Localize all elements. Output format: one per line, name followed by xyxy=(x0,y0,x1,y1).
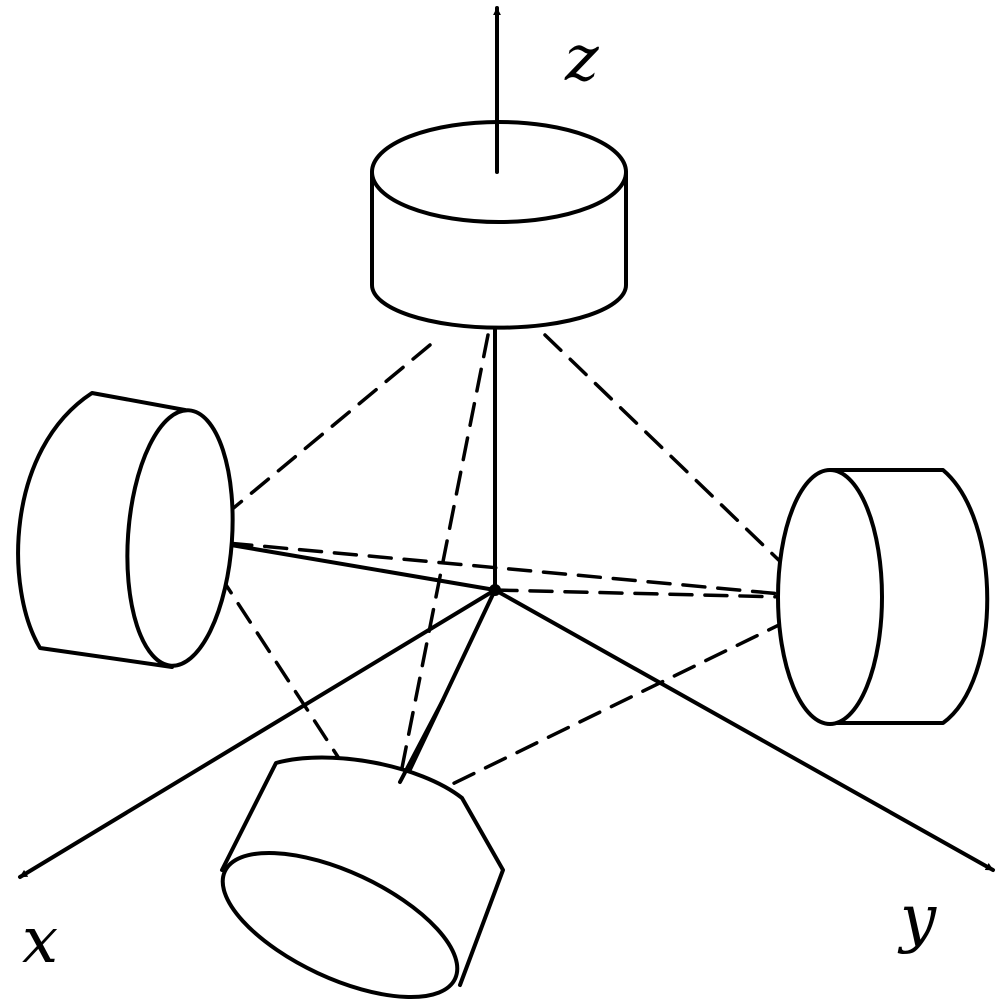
top-wheel xyxy=(370,120,628,330)
front-wheel xyxy=(220,755,505,1000)
front-wheel-face xyxy=(220,850,460,1000)
z-axis-label: z xyxy=(564,22,600,96)
origin-point xyxy=(489,584,501,596)
right-wheel xyxy=(776,468,990,726)
edge-top-front xyxy=(398,333,490,780)
edge-origin-right xyxy=(493,588,827,600)
y-axis-arrow xyxy=(493,588,995,872)
front-wheel-spoke xyxy=(398,698,445,784)
edge-top-right xyxy=(543,333,817,597)
left-wheel-face xyxy=(125,408,235,668)
origin-to-front-wheel xyxy=(403,588,497,782)
edge-right-front xyxy=(438,603,822,792)
left-wheel-vector xyxy=(188,536,497,592)
x-axis-label: x xyxy=(22,904,58,978)
right-wheel-face xyxy=(776,468,884,726)
left-wheel xyxy=(16,391,235,669)
x-axis-arrow xyxy=(18,588,497,879)
edge-left-right xyxy=(193,538,827,600)
y-axis-label: y xyxy=(897,882,937,956)
